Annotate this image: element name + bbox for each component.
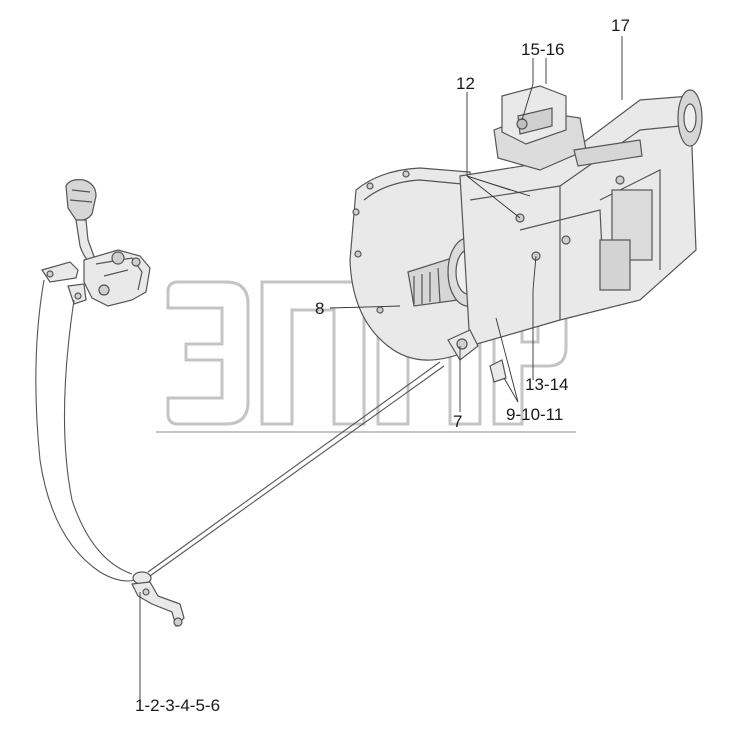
- callout-1-2-3-4-5-6: 1-2-3-4-5-6: [135, 696, 221, 715]
- shift-cables: [35, 279, 445, 582]
- gear-shift-lever: [41, 179, 151, 307]
- callout-9-10-11: 9-10-11: [506, 405, 564, 424]
- callout-15-16: 15-16: [521, 40, 565, 59]
- leader-lines: [139, 36, 623, 700]
- cable-bracket: [131, 571, 185, 628]
- transmission-assembly: [349, 85, 703, 383]
- callout-8: 8: [315, 299, 325, 318]
- callout-13-14: 13-14: [525, 375, 569, 394]
- callout-17: 17: [611, 16, 630, 35]
- callout-12: 12: [456, 74, 475, 93]
- callout-7: 7: [453, 412, 463, 431]
